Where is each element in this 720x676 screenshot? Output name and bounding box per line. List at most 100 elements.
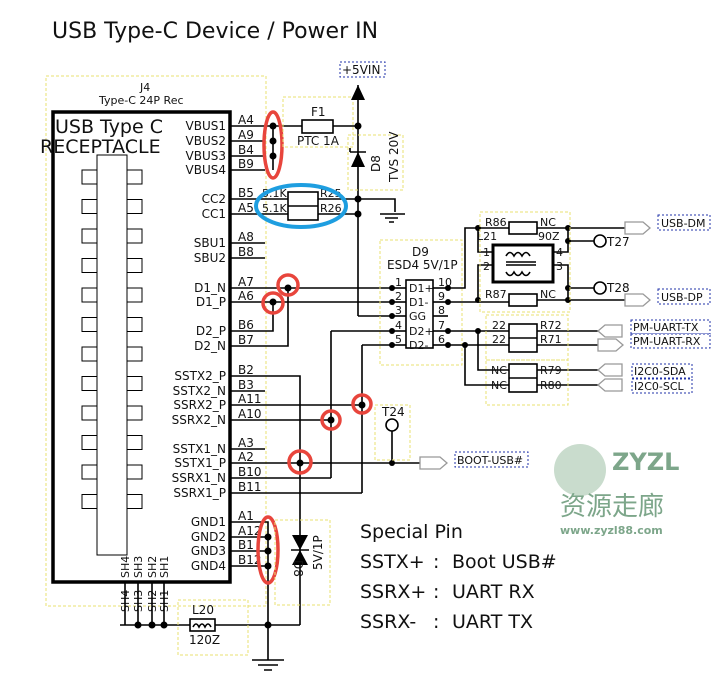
- pin-name: SSRX2_N: [172, 413, 226, 427]
- contact-pad: [126, 494, 143, 509]
- pin-name: SBU2: [194, 251, 226, 265]
- d9-value: ESD4 5V/1P: [387, 258, 458, 272]
- watermark-brand: ZYZL: [612, 448, 679, 476]
- d9-pin-number: 9: [438, 290, 445, 303]
- tvs-ref: D8: [369, 155, 383, 172]
- vbus-highlight: [262, 110, 284, 180]
- shield-pin-label: SH3: [132, 556, 145, 578]
- watermark-logo: ZYZL 资源走廊 www.zyzl88.com: [554, 444, 679, 537]
- pin-name: GND4: [191, 559, 226, 573]
- pin-name: GND2: [191, 530, 226, 544]
- d9-pin-name: D2+: [409, 325, 434, 338]
- j4-contacts: [81, 169, 143, 509]
- d9-pin-name: D1-: [409, 296, 428, 309]
- contact-pad: [126, 228, 143, 244]
- net-i2c-sda: I2C0-SDA: [634, 365, 686, 378]
- pin-name: VBUS3: [186, 149, 226, 163]
- pin-number: A5: [238, 201, 254, 215]
- special-pin-title: Special Pin: [360, 521, 463, 543]
- contact-pad: [81, 376, 98, 391]
- shield-pin-sh3: SH3SH3: [132, 556, 145, 629]
- power-arrow-icon: [351, 85, 365, 100]
- shield-pin-label: SH4: [119, 556, 132, 578]
- j4-ref: J4: [139, 81, 150, 94]
- pin-name: SSTX2_P: [174, 369, 226, 383]
- contact-pad: [126, 376, 143, 391]
- esd-diode-d8: D8 5V/1P: [291, 535, 325, 577]
- shield-pin-label: SH2: [146, 556, 159, 578]
- pin-number: B4: [238, 143, 254, 157]
- pin-number: B1: [238, 538, 254, 552]
- pin-name: VBUS4: [186, 163, 226, 177]
- gnd-highlight: [256, 515, 280, 585]
- special-pin-function: Boot USB#: [452, 551, 557, 573]
- pin-name: GND3: [191, 544, 226, 558]
- contact-pad: [126, 435, 143, 450]
- testpoint-t28: [593, 281, 607, 295]
- shield-pin-sh2: SH2SH2: [146, 556, 159, 629]
- net-boot-usb: BOOT-USB#: [457, 454, 523, 467]
- r26-value: 5.1K: [262, 202, 287, 215]
- r86-value: NC: [540, 216, 556, 229]
- r26-ref: R26: [320, 202, 342, 215]
- testpoint-t27: [593, 234, 607, 248]
- j4-value: Type-C 24P Rec: [98, 94, 184, 107]
- d9-ref: D9: [412, 245, 429, 259]
- j4-shield-pins: SH4SH4SH3SH3SH2SH2SH1SH1: [119, 556, 171, 629]
- contact-pad: [81, 169, 98, 185]
- fuse-ref: F1: [311, 105, 326, 119]
- d9-pin-name: D1+: [409, 282, 434, 295]
- contact-pad: [126, 405, 143, 421]
- contact-pad: [81, 258, 98, 273]
- pin-number: A12: [238, 524, 261, 538]
- pin-name: GND1: [191, 515, 226, 529]
- net-usb-dm: USB-DM: [661, 217, 706, 230]
- contact-pad: [126, 258, 143, 273]
- d8-value: 5V/1P: [311, 535, 325, 570]
- pin-name: CC1: [202, 207, 226, 221]
- contact-pad: [81, 464, 98, 480]
- pin-number: A10: [238, 407, 261, 421]
- special-pin-function: UART TX: [452, 611, 533, 633]
- l21-pin: 2: [483, 260, 490, 273]
- pin-name: CC2: [202, 192, 226, 206]
- fuse-f1: [301, 119, 334, 134]
- watermark-url: www.zyzl88.com: [560, 524, 663, 537]
- pin-number: B10: [238, 465, 262, 479]
- pin-number: B11: [238, 480, 262, 494]
- pin-number: A3: [238, 436, 254, 450]
- r80-ref: R80: [540, 379, 562, 392]
- special-pin-key: SSRX+: [360, 581, 426, 603]
- net-uart-tx: PM-UART-TX: [633, 321, 699, 334]
- r80-value: NC: [491, 379, 507, 392]
- l21-value: 90Z: [538, 230, 560, 243]
- pin-number: B6: [238, 318, 254, 332]
- d9-pin-number: 3: [395, 304, 402, 317]
- l21-pin: 4: [556, 246, 563, 259]
- pin-name: SSRX1_N: [172, 471, 226, 485]
- contact-pad: [81, 494, 98, 509]
- cc-highlight: [254, 183, 348, 229]
- d8-ref: D8: [291, 560, 305, 577]
- testpoint-t24: [385, 418, 399, 432]
- r79-ref: R79: [540, 364, 562, 377]
- pin-number: B2: [238, 363, 254, 377]
- pin-name: SSTX2_N: [173, 384, 226, 398]
- l21-pin: 3: [556, 260, 563, 273]
- pin-name: SSTX1_P: [174, 456, 226, 470]
- contact-pad: [126, 464, 143, 480]
- pin-vbus3: VBUS3 B4: [186, 143, 265, 163]
